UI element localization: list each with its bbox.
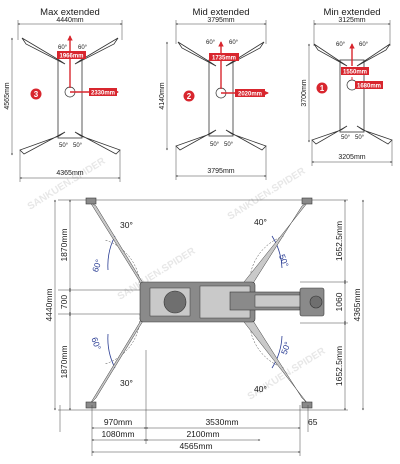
max-leg-bottom-left: [19, 131, 66, 155]
angle-bottom-left-blue: 60°: [89, 336, 103, 352]
min-leg-bottom-right: [356, 125, 393, 145]
min-badge: 1: [320, 84, 325, 93]
max-height: 4565mm: [4, 82, 11, 109]
min-angle-bottom-left: 50°: [341, 135, 351, 141]
min-extended-view: Min extended 3125mm 60° 60° 50° 50° 1550…: [301, 7, 393, 166]
watermark: SANKUEN.SPIDER SANKUEN.SPIDER SANKUEN.SP…: [26, 155, 328, 402]
mid-red-vertical: 1735mm: [212, 55, 236, 61]
mid-angle-bottom-left: 50°: [210, 142, 220, 148]
right-bottom-dim: 1652.5mm: [334, 346, 344, 386]
dim-65: 65: [308, 417, 318, 427]
max-top-width: 4440mm: [56, 17, 83, 24]
angle-bottom-right: 40°: [254, 384, 267, 394]
min-leg-top-left: [313, 43, 348, 67]
max-red-vertical: 1966mm: [59, 53, 83, 59]
left-bottom-dim: 1870mm: [59, 345, 69, 378]
main-leg-bottom-left: [89, 315, 147, 405]
max-angle-bottom-right: 50°: [73, 143, 83, 149]
max-angle-bottom-left: 50°: [59, 143, 69, 149]
mid-title: Mid extended: [192, 7, 249, 18]
mid-height: 4140mm: [159, 82, 166, 109]
left-mid-dim: 700: [59, 295, 69, 309]
max-leg-top-left: [21, 37, 66, 65]
left-total-height: 4440mm: [44, 288, 54, 321]
min-height: 3700mm: [301, 79, 308, 106]
min-title: Min extended: [323, 7, 380, 18]
mid-leg-top-left: [177, 41, 217, 67]
dim-3530: 3530mm: [205, 417, 238, 427]
main-leg-top-left: [89, 201, 147, 289]
mid-angle-left: 60°: [206, 40, 216, 46]
angle-bottom-right-blue: 50°: [279, 340, 293, 356]
dim-2100: 2100mm: [186, 429, 219, 439]
max-angle-left: 60°: [58, 45, 68, 51]
max-extended-view: Max extended 4440mm 60° 60° 50° 50° 1966…: [4, 7, 123, 182]
watermark-text: SANKUEN.SPIDER: [226, 165, 308, 222]
max-red-horizontal: 2330mm: [91, 90, 115, 96]
max-bottom-width: 4365mm: [56, 170, 83, 177]
min-angle-right: 60°: [359, 42, 369, 48]
min-bottom-width: 3205mm: [338, 154, 365, 161]
right-top-dim: 1652.5mm: [334, 221, 344, 261]
dim-total: 4565mm: [179, 441, 212, 451]
min-angle-left: 60°: [336, 42, 346, 48]
mid-leg-bottom-left: [175, 129, 217, 151]
right-mid-dim: 1060: [334, 292, 344, 311]
min-leg-top-right: [356, 43, 391, 67]
mid-red-horizontal: 2020mm: [238, 91, 262, 97]
mid-top-width: 3795mm: [207, 17, 234, 24]
left-top-dim: 1870mm: [59, 228, 69, 261]
max-title: Max extended: [40, 7, 100, 18]
max-badge: 3: [34, 90, 39, 99]
right-total-height: 4365mm: [352, 288, 362, 321]
mid-angle-bottom-right: 50°: [224, 142, 234, 148]
min-red-horizontal: 1680mm: [357, 83, 381, 89]
main-view: 30° 60° 30° 60° 40° 50° 40° 50° 4440mm 1…: [44, 197, 364, 456]
mid-angle-right: 60°: [229, 40, 239, 46]
angle-top-left: 30°: [120, 220, 133, 230]
angle-top-right-blue: 50°: [277, 253, 291, 269]
main-leg-top-right: [243, 201, 309, 289]
min-angle-bottom-right: 50°: [355, 135, 365, 141]
angle-top-left-blue: 60°: [90, 258, 104, 274]
mid-badge: 2: [187, 92, 192, 101]
mid-leg-bottom-right: [225, 129, 267, 151]
dim-1080: 1080mm: [101, 429, 134, 439]
dim-970: 970mm: [104, 417, 132, 427]
angle-bottom-left: 30°: [120, 378, 133, 388]
min-top-width: 3125mm: [338, 17, 365, 24]
mid-extended-view: Mid extended 3795mm 60° 60° 50° 50° 1735…: [159, 7, 269, 180]
min-red-vertical: 1550mm: [343, 69, 367, 75]
max-leg-bottom-right: [74, 131, 121, 155]
max-angle-right: 60°: [78, 45, 88, 51]
min-leg-bottom-left: [311, 125, 348, 145]
angle-top-right: 40°: [254, 217, 267, 227]
mid-bottom-width: 3795mm: [207, 168, 234, 175]
